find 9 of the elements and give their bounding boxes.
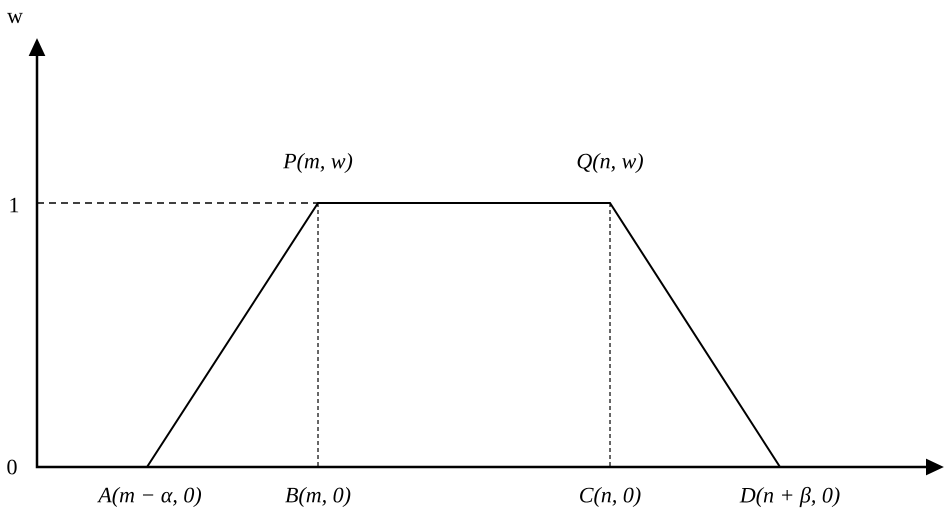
point-label: C(n, 0): [580, 487, 640, 507]
point-label: B(m, 0): [285, 487, 350, 507]
point-label: P(m, w): [283, 153, 352, 173]
point-label: D(n + β, 0): [740, 486, 840, 508]
tick-label: 0: [7, 460, 17, 474]
point-label: Q(n, w): [578, 153, 643, 173]
point-label: A(m − α, 0): [97, 487, 202, 507]
axis-label: w: [7, 12, 23, 24]
tick-label: 1: [10, 198, 18, 212]
